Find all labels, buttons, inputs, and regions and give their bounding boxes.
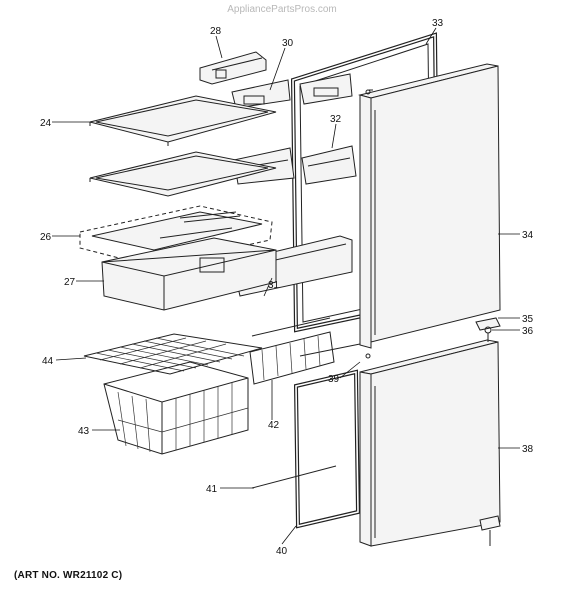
freezer-basket (103, 361, 249, 455)
callout-32: 32 (330, 114, 342, 125)
callout-31: 31 (268, 280, 280, 291)
art-number-label: (ART NO. WR21102 C) (14, 570, 123, 581)
dairy-compartment-door (199, 51, 267, 85)
callout-24: 24 (40, 118, 52, 129)
callout-30: 30 (282, 38, 294, 49)
freezer-trim-strip (251, 465, 337, 489)
callout-42: 42 (268, 420, 280, 431)
bottom-hinge (479, 515, 501, 546)
callout-38: 38 (522, 444, 534, 455)
watermark-text: AppliancePartsPros.com (227, 4, 337, 15)
callout-28: 28 (210, 26, 222, 37)
callout-27: 27 (64, 277, 76, 288)
fresh-food-door (358, 63, 501, 349)
crisper-drawer (101, 237, 277, 311)
center-hinge (365, 317, 501, 359)
crisper-cover-assembly (79, 205, 273, 267)
glass-shelf-upper (89, 95, 277, 146)
freezer-door (359, 339, 501, 547)
freezer-door-gasket (293, 369, 361, 529)
callout-40: 40 (276, 546, 288, 557)
callout-44: 44 (42, 356, 54, 367)
callout-41: 41 (206, 484, 218, 495)
door-bin-top (231, 73, 353, 109)
callout-34: 34 (522, 230, 534, 241)
callout-39: 39 (328, 374, 340, 385)
glass-shelf-lower (89, 151, 277, 197)
trim-strip (251, 317, 361, 357)
freezer-slide-rail (249, 331, 335, 385)
freezer-wire-shelf (83, 333, 263, 375)
leader-lines (52, 27, 520, 545)
callout-labels: 24 26 27 28 30 31 32 33 34 35 36 38 39 4… (40, 18, 534, 557)
callout-26: 26 (40, 232, 52, 243)
callout-36: 36 (522, 326, 534, 337)
callout-43: 43 (78, 426, 90, 437)
callout-33: 33 (432, 18, 444, 29)
callout-35: 35 (522, 314, 534, 325)
